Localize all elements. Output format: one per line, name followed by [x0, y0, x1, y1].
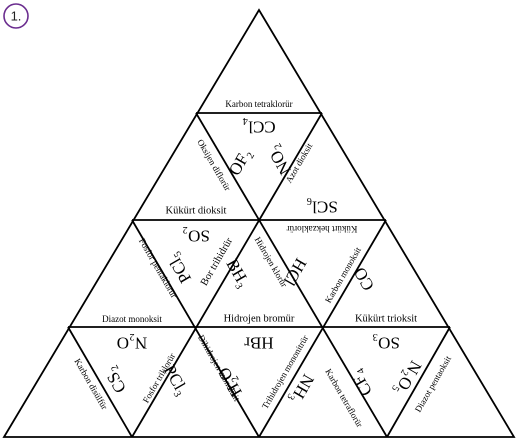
label-hidrojen-bromur: Hidrojen bromür [224, 314, 295, 325]
formula-cf4: CF₄ [346, 367, 376, 400]
label-kukurt-dioksit: Kükürt dioksit [166, 206, 227, 217]
label-kukurt-trioksit: Kükürt trioksit [355, 314, 417, 325]
formula-scl6: SCl₆ [306, 198, 338, 217]
diag-line-b3 [386, 326, 451, 438]
formula-nh3: NH₃ [286, 371, 318, 407]
formula-bh3: BH₃ [222, 255, 253, 290]
formula-of2: OF₂ [225, 145, 255, 178]
formula-co: CO [350, 264, 378, 294]
diag-line-b2 [258, 219, 387, 438]
formula-hbr: HBr [244, 334, 274, 353]
formula-n2o: N₂O [117, 334, 147, 353]
puzzle-number-badge: 1. [3, 3, 29, 29]
label-karbon-tetraklorur: Karbon tetraklorür [225, 99, 292, 109]
label-kukurt-hekzaklorur: Kükürt hekzaklorür [287, 224, 358, 234]
label-diazot-monoksit: Diazot monoksit [102, 314, 162, 324]
diag-line-a3 [67, 326, 133, 438]
puzzle-number: 1. [11, 9, 22, 24]
diag-line-a1 [195, 112, 388, 438]
diag-line-b1 [131, 112, 323, 438]
formula-ccl4: CCl₄ [242, 118, 275, 137]
formula-so2: SO₂ [182, 227, 210, 246]
label-dihidrojen-monoksit: Dihidrojen monoksit [196, 333, 242, 403]
formula-so3: SO₃ [372, 334, 400, 353]
